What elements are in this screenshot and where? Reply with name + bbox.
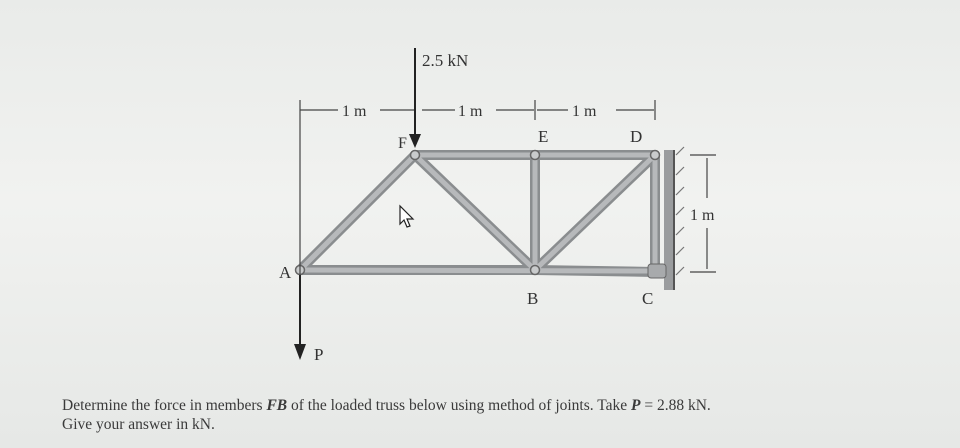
joint-F (409, 149, 421, 161)
joint-B (529, 264, 541, 276)
p-arrow-icon (294, 344, 306, 360)
load-label: 2.5 kN (422, 51, 468, 70)
joint-E (529, 149, 541, 161)
dim-label-3: 1 m (572, 103, 597, 120)
p-variable: P (631, 397, 641, 414)
dimension-lines: 1 m 1 m 1 m 1 m (299, 100, 716, 275)
node-label-D: D (630, 127, 642, 146)
dim-label-2: 1 m (458, 103, 483, 120)
node-label-C: C (642, 289, 653, 308)
node-label-A: A (279, 263, 292, 282)
question-line-2: Give your answer in kN. (62, 416, 215, 433)
dim-label-1: 1 m (342, 103, 367, 120)
node-labels: A F E D B C (279, 127, 653, 308)
roller-support-C (647, 263, 667, 279)
member-name: FB (266, 397, 288, 414)
joint-D (649, 149, 661, 161)
truss-members (295, 150, 660, 277)
node-label-E: E (538, 127, 548, 146)
dim-label-height: 1 m (690, 207, 715, 224)
load-P: P (294, 275, 323, 364)
node-label-B: B (527, 289, 538, 308)
question-text: Determine the force in members FB of the… (62, 396, 942, 434)
node-label-F: F (398, 135, 407, 152)
load-arrow-icon (409, 134, 421, 148)
question-line-1: Determine the force in members FB of the… (62, 397, 711, 414)
wall-support (664, 146, 685, 290)
mouse-cursor-icon (399, 204, 415, 228)
p-label: P (314, 345, 323, 364)
applied-load: 2.5 kN (409, 48, 468, 148)
